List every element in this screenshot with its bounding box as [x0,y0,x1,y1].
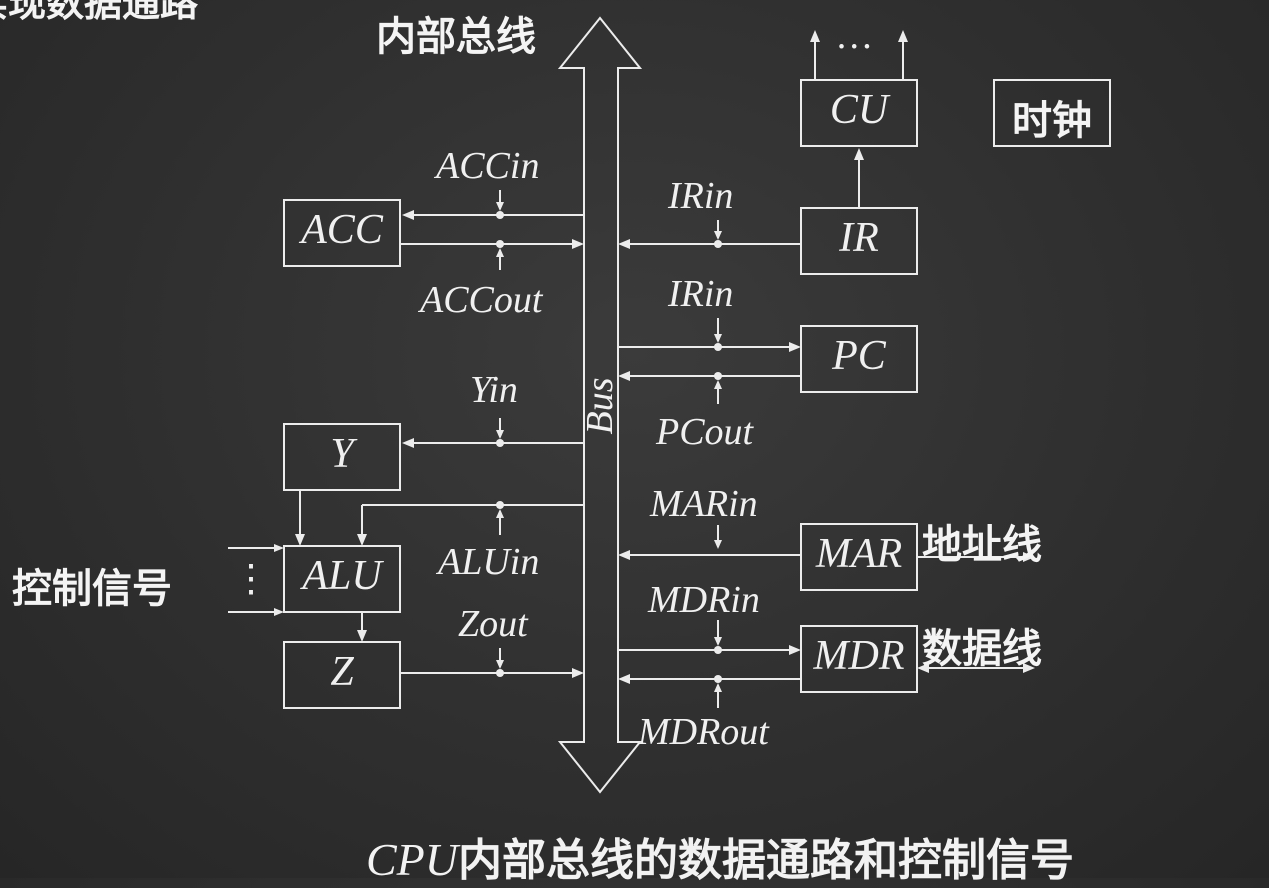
z-label: Z [330,649,354,695]
acc-label: ACC [301,207,383,253]
mdr-in-signal: MDRin [648,579,760,621]
address-line-label: 地址线 [922,522,1042,568]
ir-label: IR [839,215,879,261]
mar-label: MAR [815,531,903,577]
ir-in-signal-top: IRin [668,175,734,217]
alu-control-ellipsis: ⋮ [232,558,270,600]
mdr-box [800,625,918,693]
mdr-out-signal: MDRout [638,711,769,753]
clock-box [993,79,1111,147]
acc-out-signal: ACCout [420,279,543,321]
pc-box [800,325,918,393]
alu-label: ALU [302,553,382,599]
y-label: Y [330,431,354,477]
caption-cpu: CPU [366,834,458,885]
data-line-label: 数据线 [922,626,1042,672]
bus-label: Bus [579,377,621,435]
top-fragment-text: 实现数据通路 [0,0,199,25]
acc-box [283,199,401,267]
alu-in-signal: ALUin [438,541,540,583]
cu-label: CU [829,87,889,133]
pc-out-signal: PCout [656,411,754,453]
z-box [283,641,401,709]
pc-label: PC [832,333,886,379]
cu-box [800,79,918,147]
caption-text: 内部总线的数据通路和控制信号 [458,835,1074,886]
y-in-signal: Yin [470,369,518,411]
clock-label: 时钟 [1012,98,1092,144]
control-signal-label: 控制信号 [12,566,172,612]
bus-title: 内部总线 [376,14,536,60]
acc-in-signal: ACCin [436,145,540,187]
y-box [283,423,401,491]
mdr-label: MDR [813,633,905,679]
cu-outputs-ellipsis: … [838,15,872,57]
ir-in-signal-pc: IRin [668,273,734,315]
z-out-signal: Zout [458,603,528,645]
alu-box [283,545,401,613]
mar-in-signal: MARin [650,483,758,525]
caption: CPU内部总线的数据通路和控制信号 [366,824,1074,888]
bus-arrow [557,16,643,794]
